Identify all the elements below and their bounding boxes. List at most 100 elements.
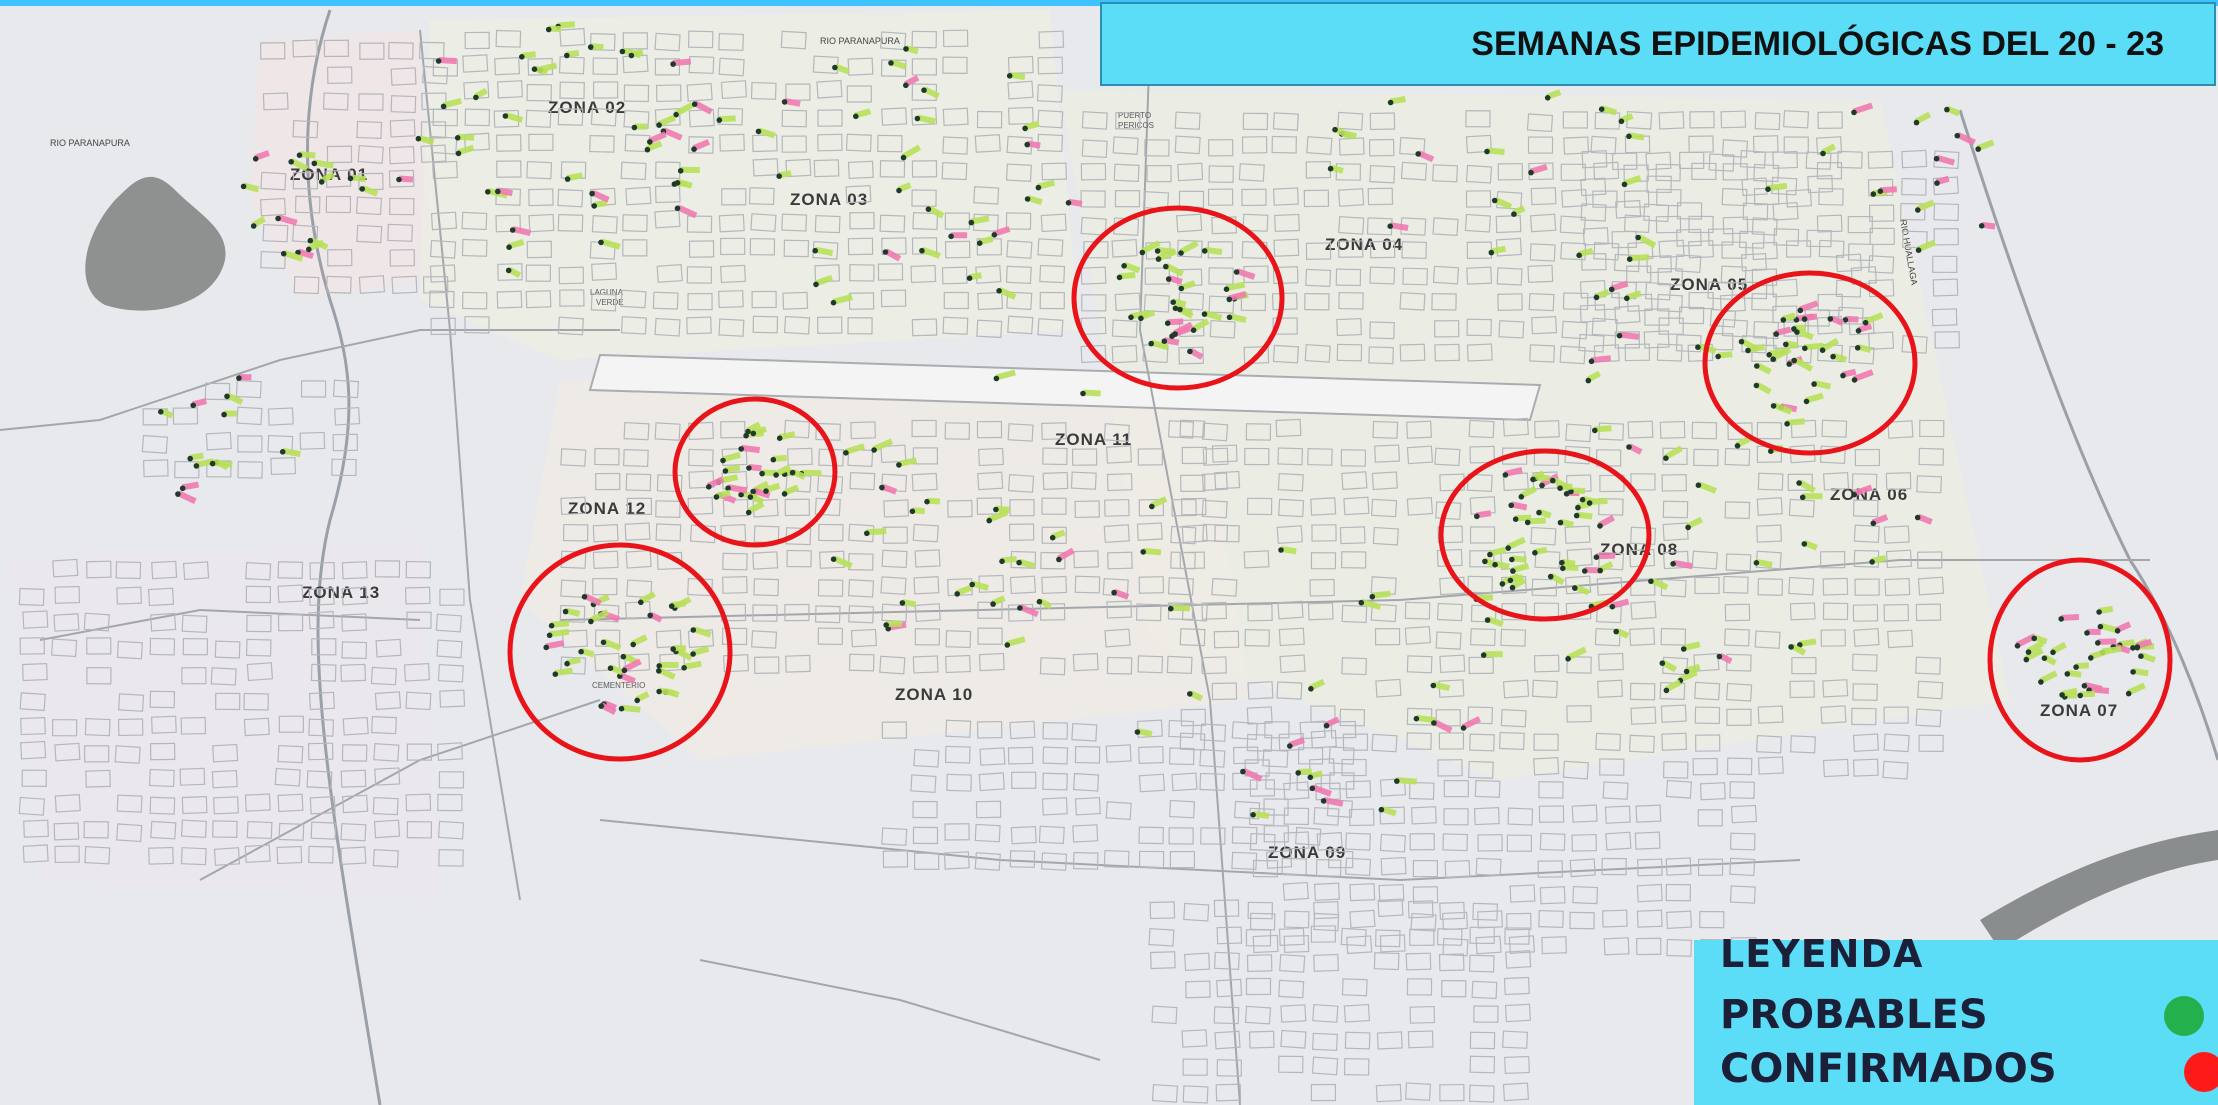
street-block: [1497, 293, 1523, 311]
street-block: [622, 239, 648, 257]
street-block: [817, 627, 844, 646]
pin-flag: [2060, 614, 2080, 621]
pin-probable: [1149, 496, 1168, 510]
street-block: [1465, 164, 1493, 184]
street-block: [293, 276, 320, 295]
pin-head: [1915, 247, 1922, 253]
pin-head: [1187, 691, 1193, 697]
pin-confirmed: [948, 232, 968, 240]
street-block: [1247, 681, 1274, 700]
street-block: [310, 821, 337, 840]
street-block: [557, 188, 584, 208]
street-block: [1699, 910, 1725, 929]
street-block: [1007, 80, 1034, 100]
pin-head: [738, 446, 744, 452]
street-block: [1729, 857, 1756, 877]
street-block: [624, 600, 652, 620]
pin-probable: [591, 199, 608, 209]
title-banner: SEMANAS EPIDEMIOLÓGICAS DEL 20 - 23: [1100, 2, 2216, 86]
pin-head: [1528, 169, 1534, 176]
street-block: [943, 291, 969, 310]
street-block: [1399, 136, 1426, 156]
pin-probable: [1505, 536, 1526, 551]
pin-head: [279, 449, 286, 455]
street-block: [1822, 758, 1849, 778]
pin-flag: [182, 481, 200, 491]
street-block: [1039, 657, 1066, 676]
pin-head: [1024, 141, 1030, 148]
street-block: [331, 458, 357, 477]
street-block: [215, 692, 241, 711]
street-block: [1312, 1004, 1339, 1023]
street-block: [1772, 305, 1798, 324]
pin-head: [924, 498, 930, 505]
pin-head: [656, 122, 662, 128]
street-block: [294, 195, 321, 214]
street-block: [942, 56, 968, 75]
pin-confirmed: [1801, 313, 1818, 322]
pin-flag: [1006, 636, 1026, 647]
street-block: [1313, 882, 1340, 901]
street-block: [1041, 575, 1068, 595]
street-block: [1211, 577, 1238, 597]
pin-head: [1715, 353, 1721, 360]
pin-flag: [1772, 402, 1793, 415]
pin-head: [896, 187, 902, 194]
street-block: [781, 135, 807, 153]
street-block: [1757, 756, 1784, 775]
pin-probable: [600, 638, 622, 651]
street-block: [1595, 732, 1622, 752]
street-block: [1180, 474, 1206, 492]
street-block: [1294, 826, 1322, 846]
pin-head: [2059, 692, 2065, 698]
pin-flag: [995, 369, 1016, 381]
street-block: [718, 290, 744, 309]
street-block: [300, 380, 327, 398]
street-block: [1170, 525, 1197, 545]
street-block: [1562, 111, 1588, 129]
street-block: [1729, 832, 1756, 851]
pin-head: [600, 639, 607, 646]
street-block: [911, 318, 938, 337]
pin-head: [1680, 646, 1687, 652]
street-block: [941, 162, 968, 181]
pin-flag: [565, 607, 581, 617]
pin-head: [1683, 668, 1690, 675]
pin-head: [485, 189, 491, 195]
pin-probable: [531, 65, 549, 76]
street-block: [1579, 280, 1606, 299]
pin-confirmed: [882, 248, 902, 262]
street-block: [1305, 268, 1332, 288]
street-block: [1469, 526, 1496, 544]
pin-flag: [2026, 640, 2045, 654]
pin-confirmed: [435, 57, 457, 65]
street-block: [722, 575, 748, 594]
hotspot-circle-zone-05: [1702, 270, 1918, 456]
street-block: [1720, 265, 1747, 284]
street-block: [1338, 240, 1364, 258]
street-block: [1727, 422, 1753, 441]
pin-head: [1510, 568, 1516, 574]
street-block: [944, 654, 971, 674]
pin-head: [473, 94, 479, 101]
pin-probable: [1518, 485, 1538, 500]
street-block: [1675, 334, 1702, 353]
street-block: [911, 160, 938, 178]
pin-probable: [888, 59, 907, 70]
pin-head: [454, 135, 461, 141]
street-block: [341, 744, 368, 762]
pin-probable: [564, 172, 584, 182]
pin-head: [288, 159, 295, 165]
pin-flag: [662, 127, 683, 141]
street-block: [310, 663, 337, 682]
pin-head: [1430, 682, 1437, 689]
street-block: [1444, 860, 1471, 879]
pin-confirmed: [509, 226, 532, 236]
street-block: [1596, 576, 1623, 596]
street-block: [1623, 190, 1650, 208]
pin-head: [1592, 427, 1598, 434]
pin-head: [175, 491, 181, 497]
street-block: [1247, 901, 1273, 920]
pin-head: [830, 299, 837, 306]
street-block: [880, 31, 907, 51]
